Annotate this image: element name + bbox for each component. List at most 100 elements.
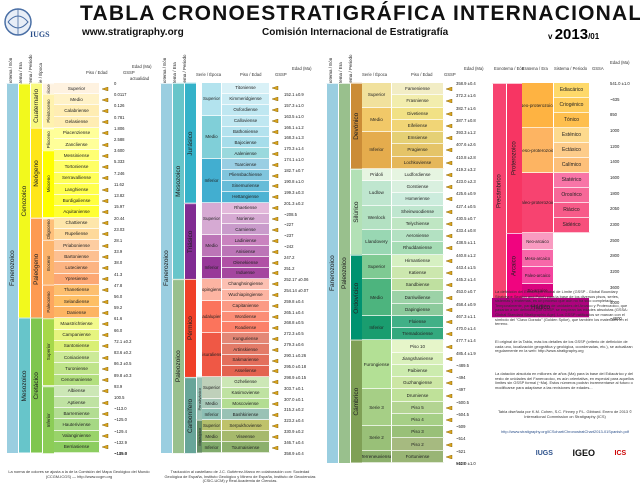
stage-cell: Rhaetiense <box>222 202 270 214</box>
age-label: 430.5 ±0.7 <box>456 215 476 221</box>
age-label: ~4600 <box>610 316 622 321</box>
age-label: 93.9 <box>114 383 123 389</box>
age-label: ~113.0 <box>114 406 127 412</box>
age-label: 59.2 <box>114 305 123 311</box>
gssp-golden-spike-icon <box>272 238 279 243</box>
gssp-golden-spike-icon <box>446 307 453 312</box>
stage-cell: Dapingiense <box>392 303 444 316</box>
age-label: ~635 <box>610 96 620 102</box>
gssp-golden-spike-icon <box>272 173 279 178</box>
gssp-golden-spike-icon <box>446 283 453 288</box>
stage-cell: Sinemuriense <box>222 180 270 192</box>
period-cell: Criogénico <box>554 98 590 113</box>
age-label: 541.0 ±1.0 <box>610 81 630 86</box>
gssp-golden-spike-icon <box>446 197 453 202</box>
gssp-golden-spike-icon <box>102 422 109 427</box>
stage-cell: Turoniense <box>54 363 100 375</box>
age-label: ~529 <box>456 461 466 466</box>
age-label: ~237 <box>284 233 294 239</box>
period-cell: Triásico <box>184 202 196 279</box>
age-label: 1800 <box>610 190 620 196</box>
era-cell: Eo-arcaico <box>522 284 554 298</box>
age-label: 425.6 ±0.9 <box>456 191 476 197</box>
age-label: 33.9 <box>114 249 123 255</box>
period-cell: Orosírico <box>554 188 590 203</box>
gssp-golden-spike-icon <box>102 277 109 282</box>
epoch-cell: Superior <box>202 83 222 116</box>
age-label: 3.600 <box>114 148 125 154</box>
stage-cell: Drumiense <box>392 389 444 402</box>
epoch-cell: Pleistoceno <box>42 94 54 128</box>
age-label: 541.0 ±1.0 <box>456 461 476 466</box>
stage-cell: Hirnantiense <box>392 254 444 267</box>
age-label: ~227 <box>284 222 294 228</box>
gssp-golden-spike-icon <box>272 129 279 134</box>
age-label: 56.0 <box>114 294 123 300</box>
gssp-golden-spike-icon <box>102 355 109 360</box>
period-cell: Ectásico <box>554 143 590 158</box>
age-label: 163.5 ±1.0 <box>284 113 304 119</box>
gssp-golden-spike-icon <box>102 411 109 416</box>
stage-cell: Piso 10 <box>392 340 444 353</box>
gssp-golden-spike-icon <box>446 320 453 325</box>
stage-cell: Cenomaniense <box>54 374 100 386</box>
footer-logos: IUGS IGEO ICS <box>526 442 636 464</box>
column-3: Eonotema / Eón Eratema / Era Sistema / P… <box>326 48 486 468</box>
epoch-cell: Inferior <box>362 315 392 341</box>
igeo-footer-logo: IGEO <box>572 448 595 458</box>
epoch-cell: Superior <box>42 318 54 386</box>
gssp-golden-spike-icon <box>272 119 279 124</box>
stage-cell: Rhuddaniense <box>392 242 444 255</box>
stage-cell: Wuchiapingiense <box>222 289 270 301</box>
stage-cell: Bathoniense <box>222 126 270 138</box>
notes-dating: La datación absoluta en millones de años… <box>495 371 634 390</box>
stage-cell: Burdigaliense <box>54 195 100 207</box>
gssp-golden-spike-icon <box>446 430 453 435</box>
period-cell: Tónico <box>554 113 590 128</box>
age-label: 170.3 ±1.4 <box>284 146 304 152</box>
stage-cell: Tortoniense <box>54 161 100 173</box>
column-2: Eonotema / Eón Eratema / Era Sistema / P… <box>160 48 318 468</box>
age-label: 265.1 ±0.4 <box>284 309 304 315</box>
age-label: 3600 <box>610 284 620 290</box>
stage-cell: Barremiense <box>54 408 100 420</box>
stage-cell: Kimmeridgiense <box>222 93 270 105</box>
stage-cell: Superior <box>54 83 100 95</box>
gssp-golden-spike-icon <box>102 310 109 315</box>
gssp-golden-spike-icon <box>272 195 279 200</box>
stage-cell: Aquitaniense <box>54 206 100 218</box>
epoch-cell: Holoceno <box>42 83 54 95</box>
age-label: 427.4 ±0.5 <box>456 203 476 209</box>
age-label: 152.1 ±0.9 <box>284 91 304 97</box>
gssp-golden-spike-icon <box>446 185 453 190</box>
gssp-golden-spike-icon <box>272 293 279 298</box>
col2-header-gssp: GSSP <box>275 72 287 77</box>
gssp-golden-spike-icon <box>102 221 109 226</box>
gssp-golden-spike-icon <box>446 295 453 300</box>
age-label: 1000 <box>610 128 620 133</box>
age-label: 41.3 <box>114 271 123 277</box>
website-link[interactable]: www.stratigraphy.org <box>82 27 184 38</box>
stage-cell: Eifeliense <box>392 119 444 133</box>
gssp-golden-spike-icon <box>446 136 453 141</box>
eon-cell: Proterozoico <box>506 83 522 233</box>
gssp-golden-spike-icon <box>102 366 109 371</box>
stage-cell: Calloviense <box>222 115 270 127</box>
age-label: 477.7 ±1.4 <box>456 338 476 344</box>
chart-url[interactable]: http://www.stratigraphy.org/ICSchart/Chr… <box>501 429 629 434</box>
epoch-cell: Ludlow <box>362 181 392 206</box>
gssp-golden-spike-icon <box>102 434 109 439</box>
stage-cell: Paibiense <box>392 364 444 378</box>
period-cell: Cretácico <box>30 318 42 453</box>
epoch-cell: Serie 2 <box>362 426 392 451</box>
page-title: TABLA CRONOESTRATIGRÁFICA INTERNACIONAL <box>80 2 640 25</box>
stage-cell: Asseliense <box>222 365 270 377</box>
age-label: 38.0 <box>114 260 123 266</box>
age-label: 4000 <box>610 300 620 306</box>
stage-cell: Ypresiense <box>54 273 100 285</box>
period-cell: Calímico <box>554 158 590 173</box>
notes-translation: Traducción al castellano de J.C. Gutiérr… <box>164 469 316 484</box>
col3-header-age: Edad (Ma) <box>464 66 484 71</box>
age-label: 86.3 ±0.5 <box>114 361 132 367</box>
age-label: ~494 <box>456 375 466 381</box>
